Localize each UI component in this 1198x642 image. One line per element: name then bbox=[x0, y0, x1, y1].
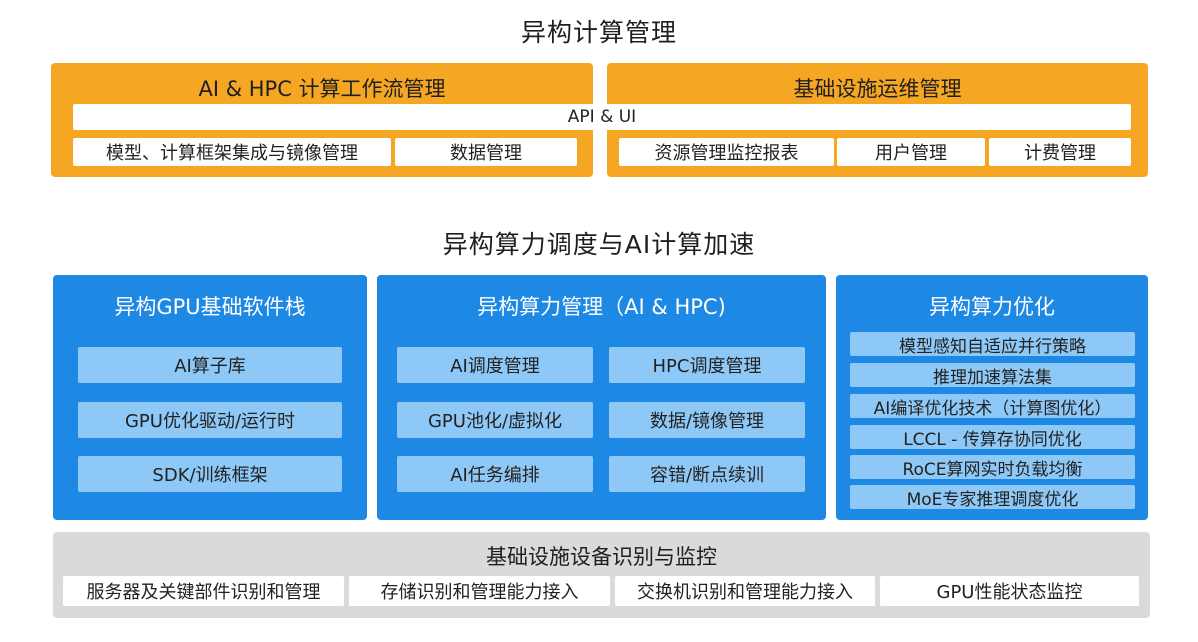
server-component-mgmt-box: 服务器及关键部件识别和管理 bbox=[63, 576, 344, 606]
storage-mgmt-box: 存储识别和管理能力接入 bbox=[349, 576, 610, 606]
ai-hpc-workflow-title: AI & HPC 计算工作流管理 bbox=[198, 77, 446, 101]
infra-device-title: 基础设施设备识别与监控 bbox=[486, 545, 717, 569]
data-image-mgmt-box: 数据/镜像管理 bbox=[609, 402, 805, 438]
mid-title: 异构算力调度与AI计算加速 bbox=[442, 230, 756, 259]
inference-accel-box: 推理加速算法集 bbox=[850, 363, 1135, 388]
ai-operator-lib-box: AI算子库 bbox=[78, 347, 342, 383]
roce-load-balance-box: RoCE算网实时负载均衡 bbox=[850, 455, 1135, 480]
user-mgmt-box: 用户管理 bbox=[837, 138, 985, 166]
gpu-pooling-box: GPU池化/虚拟化 bbox=[397, 402, 593, 438]
lccl-opt-box: LCCL - 传算存协同优化 bbox=[850, 425, 1135, 450]
model-framework-image-mgmt-box: 模型、计算框架集成与镜像管理 bbox=[73, 138, 391, 166]
gpu-stack-title: 异构GPU基础软件栈 bbox=[114, 295, 306, 319]
infra-ops-panel: 基础设施运维管理 资源管理监控报表 用户管理 计费管理 bbox=[607, 63, 1148, 177]
ai-compiler-opt-box: AI编译优化技术（计算图优化） bbox=[850, 394, 1135, 419]
gpu-stack-panel: 异构GPU基础软件栈 AI算子库 GPU优化驱动/运行时 SDK/训练框架 bbox=[53, 275, 367, 520]
sdk-training-framework-box: SDK/训练框架 bbox=[78, 456, 342, 492]
compute-opt-title: 异构算力优化 bbox=[929, 295, 1055, 319]
resource-monitor-report-box: 资源管理监控报表 bbox=[619, 138, 834, 166]
infra-device-panel: 基础设施设备识别与监控 服务器及关键部件识别和管理 存储识别和管理能力接入 交换… bbox=[53, 532, 1150, 618]
infra-ops-title: 基础设施运维管理 bbox=[793, 77, 962, 101]
hpc-scheduling-box: HPC调度管理 bbox=[609, 347, 805, 383]
gpu-perf-monitor-box: GPU性能状态监控 bbox=[880, 576, 1139, 606]
top-title: 异构计算管理 bbox=[520, 18, 677, 47]
api-ui-bar: API & UI bbox=[73, 104, 1131, 130]
gpu-driver-runtime-box: GPU优化驱动/运行时 bbox=[78, 402, 342, 438]
compute-opt-panel: 异构算力优化 模型感知自适应并行策略 推理加速算法集 AI编译优化技术（计算图优… bbox=[836, 275, 1148, 520]
compute-mgmt-title: 异构算力管理（AI & HPC) bbox=[477, 295, 726, 319]
switch-mgmt-box: 交换机识别和管理能力接入 bbox=[615, 576, 875, 606]
data-mgmt-box: 数据管理 bbox=[395, 138, 577, 166]
fault-tolerance-resume-box: 容错/断点续训 bbox=[609, 456, 805, 492]
ai-task-orchestration-box: AI任务编排 bbox=[397, 456, 593, 492]
moe-scheduling-box: MoE专家推理调度优化 bbox=[850, 485, 1135, 510]
billing-mgmt-box: 计费管理 bbox=[989, 138, 1131, 166]
ai-scheduling-box: AI调度管理 bbox=[397, 347, 593, 383]
parallel-strategy-box: 模型感知自适应并行策略 bbox=[850, 332, 1135, 357]
compute-mgmt-panel: 异构算力管理（AI & HPC) AI调度管理 HPC调度管理 GPU池化/虚拟… bbox=[377, 275, 826, 520]
